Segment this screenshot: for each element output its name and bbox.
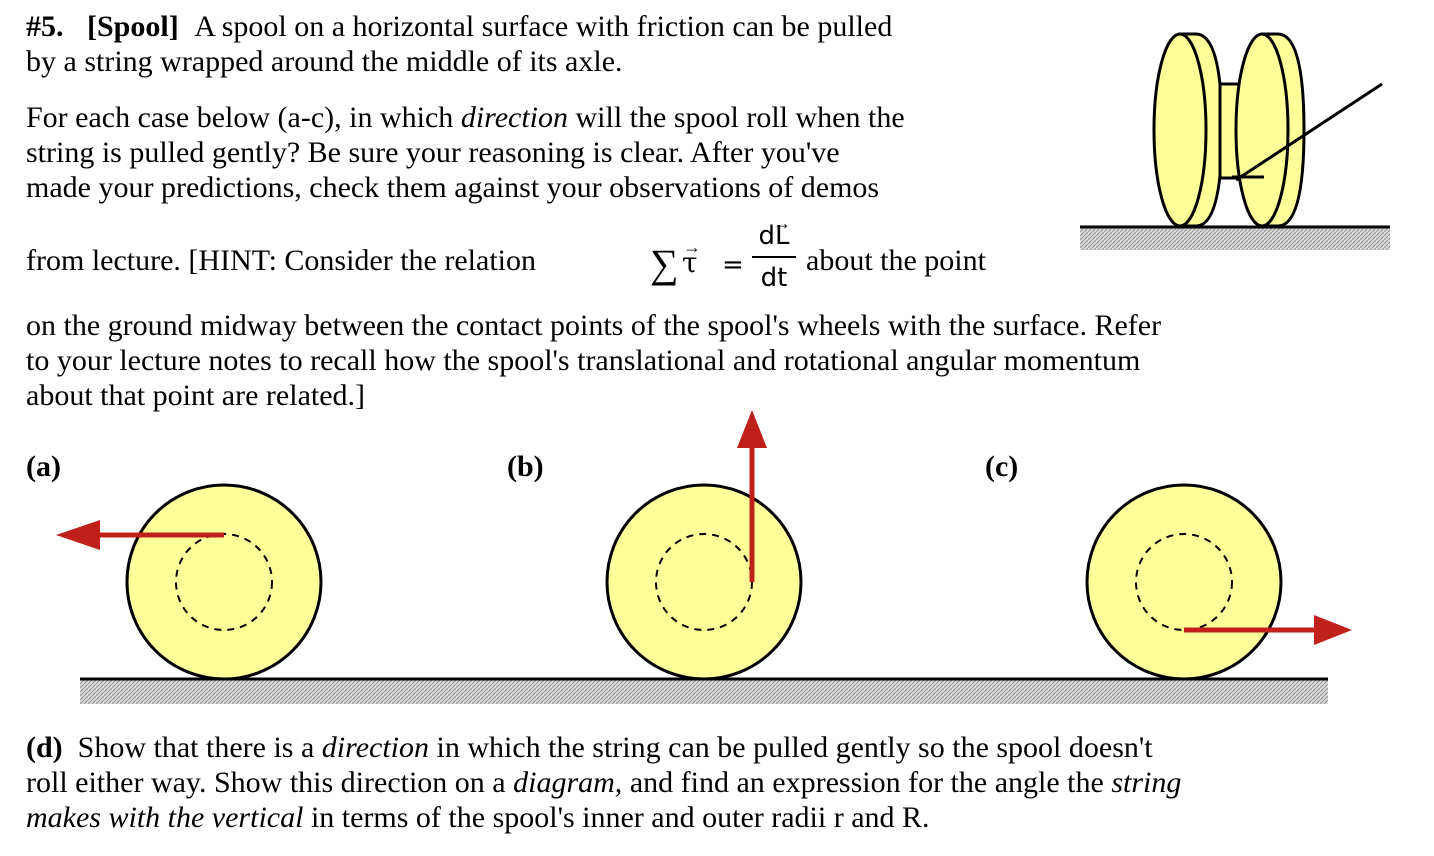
case-label-c: (c) [985,450,1019,483]
spool-a-outer [125,483,323,681]
formula-tau-vector-mark: → [683,237,701,257]
part-d-line-1-em: direction [321,731,429,764]
case-label-a: (a) [26,450,61,483]
spool-c [1085,483,1352,681]
problem-tag: [Spool] [87,10,179,43]
para-line-1-a: For each case below (a-c), in which [26,101,461,134]
part-d-line-1: (d) Show that there is a direction in wh… [26,731,1153,765]
part-d-line-1-a: Show that there is a [62,731,322,764]
part-d-line-3-em: makes with the vertical [26,801,304,834]
spool-b [605,410,803,681]
formula-tau: τ [682,246,698,279]
para-line-5: on the ground midway between the contact… [26,309,1162,342]
formula-equals: = [722,250,744,280]
spool-c-inner [1135,533,1233,631]
formula-sigma: ∑ [650,241,679,286]
arrow-a-head [56,520,100,550]
spool-3d-string [1235,82,1383,182]
spool-b-outer [605,483,803,681]
part-d-line-2: roll either way. Show this direction on … [26,766,1181,800]
part-d-line-2-em2: string [1111,766,1182,799]
arrow-b-head [737,410,767,448]
spool-3d-left-wheel-face [1152,32,1208,228]
para-line-1-b: will the spool roll when the [568,101,905,134]
formula-fraction: dL dt [752,222,796,292]
part-d-line-3-b: in terms of the spool's inner and outer … [303,801,930,834]
intro-line-1: #5. [Spool] A spool on a horizontal surf… [26,10,892,44]
intro-line-2: by a string wrapped around the middle of… [26,45,623,78]
arrow-c-head [1314,615,1352,645]
para-line-4a: from lecture. [HINT: Consider the relati… [26,244,536,277]
intro-text-1: A spool on a horizontal surface with fri… [194,10,893,43]
spool-a [56,483,323,681]
formula-L-vector-mark: → [773,213,791,233]
spool-3d-right-wheel-face [1234,32,1290,228]
para-line-3: made your predictions, check them agains… [26,171,880,204]
problem-number: #5. [26,10,64,43]
para-line-6: to your lecture notes to recall how the … [26,344,1141,377]
spool-3d-illustration [1080,32,1390,250]
para-line-7: about that point are related.] [26,379,366,412]
para-line-4b: about the point [806,244,986,277]
part-d-line-1-b: in which the string can be pulled gently… [429,731,1153,764]
para-line-1-em: direction [460,101,569,134]
part-d-line-3: makes with the vertical in terms of the … [26,801,930,835]
part-d-label: (d) [26,731,63,764]
para-line-1: For each case below (a-c), in which dire… [26,101,905,135]
part-d-line-2-em: diagram, [513,766,623,799]
formula-denominator: dt [760,263,788,293]
ground-surface [80,680,1328,704]
formula-numerator: dL [758,221,790,251]
spool-c-outer [1085,483,1283,681]
spool-3d-ground [1080,228,1390,250]
part-d-line-2-a: roll either way. Show this direction on … [26,766,514,799]
formula-fraction-bar [752,256,796,258]
case-label-b: (b) [507,450,544,483]
part-d-line-2-b: and find an expression for the angle the [622,766,1112,799]
para-line-2: string is pulled gently? Be sure your re… [26,136,840,169]
